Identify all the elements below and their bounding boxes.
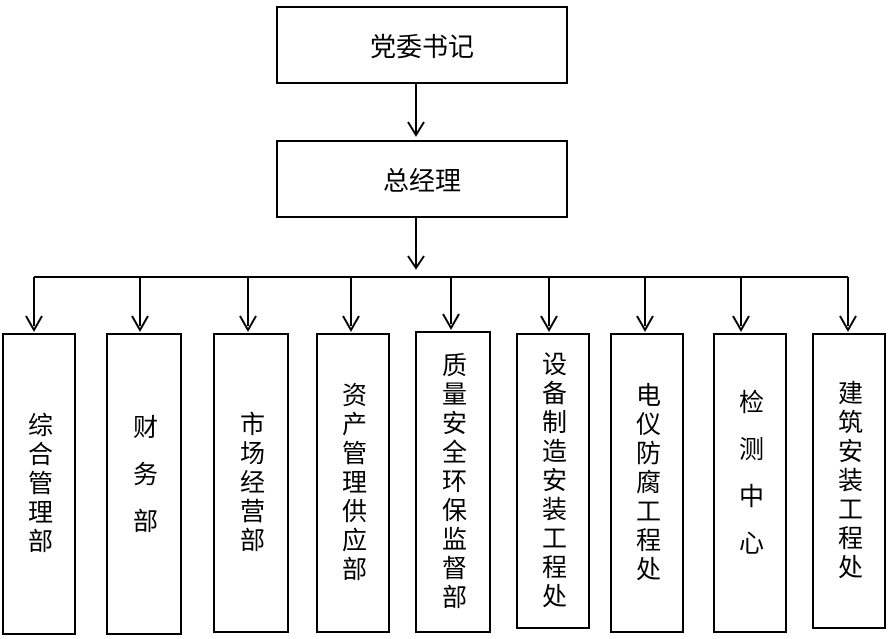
dept-box-electrical-anticorrosion: 电仪防腐工程处: [610, 333, 684, 633]
arrowhead: [732, 315, 750, 333]
dept-label: 市场经营部: [236, 410, 266, 556]
arrowhead: [342, 315, 360, 333]
party-secretary-label: 党委书记: [369, 32, 474, 63]
dept-label: 电仪防腐工程处: [632, 381, 662, 585]
dept-label: 资产管理供应部: [338, 381, 368, 585]
dept-label: 综合管理部: [24, 411, 54, 557]
dept-label: 质量安全环保监督部: [438, 351, 468, 613]
dept-box-equipment-installation: 设备制造安装工程处: [516, 333, 590, 629]
arrowhead: [239, 315, 257, 333]
arrowhead: [839, 315, 857, 333]
dept-box-testing-center: 检测中心: [713, 333, 787, 633]
party-secretary-box: 党委书记: [276, 6, 568, 84]
dept-label: 建筑安装工程处: [834, 379, 864, 583]
arrowhead: [540, 315, 558, 333]
general-manager-box: 总经理: [276, 140, 568, 218]
dept-label: 检测中心: [735, 389, 765, 577]
dept-box-quality-safety: 质量安全环保监督部: [415, 331, 491, 633]
dept-label: 财务部: [129, 413, 159, 555]
general-manager-label: 总经理: [382, 166, 461, 197]
dept-box-asset-supply: 资产管理供应部: [316, 333, 390, 633]
arrowhead: [442, 313, 460, 331]
dept-box-general-management: 综合管理部: [2, 333, 76, 635]
arrowhead: [25, 315, 43, 333]
arrowhead: [131, 315, 149, 333]
dept-box-construction-installation: 建筑安装工程处: [812, 333, 886, 629]
arrowhead: [636, 315, 654, 333]
dept-box-finance: 财务部: [106, 333, 182, 635]
arrowhead: [407, 121, 425, 137]
dept-label: 设备制造安装工程处: [538, 350, 568, 612]
dept-box-marketing: 市场经营部: [213, 333, 289, 633]
arrowhead: [407, 255, 425, 270]
